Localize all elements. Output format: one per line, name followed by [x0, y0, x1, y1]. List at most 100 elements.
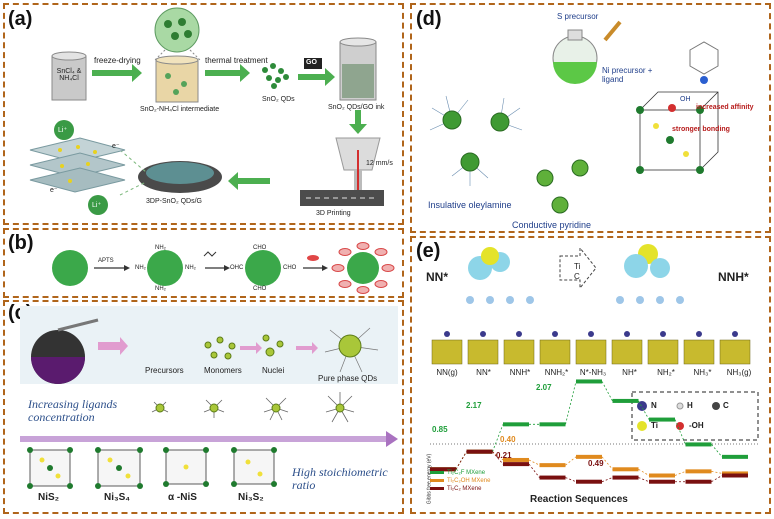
energy-level — [576, 479, 602, 484]
energy-connector — [565, 456, 577, 466]
energy-level — [649, 417, 675, 422]
panel-a-label: (a) — [8, 8, 33, 30]
phase-ni3s4: Ni₃S₄ — [104, 492, 131, 503]
category-label: NN(g) — [436, 368, 458, 377]
cho-label-1: CHO — [253, 245, 267, 251]
energy-annotation: 2.07 — [536, 383, 552, 392]
energy-annotation: 0.85 — [432, 425, 448, 434]
legend-entry: Ti₂C₂F MXene — [430, 470, 485, 476]
energy-level — [612, 467, 639, 472]
energy-level — [685, 469, 712, 474]
panel-d-illustration — [429, 20, 719, 214]
ink-label: SnO₂ QDs/GO ink — [328, 104, 385, 111]
chart-xlabel: Reaction Sequences — [530, 494, 628, 505]
s-precursor-label: S precursor — [557, 12, 599, 21]
legend-entry: Ti₂C₂ MXene — [430, 486, 481, 492]
product-label: 3DP-SnO₂ QDs/G — [146, 198, 203, 205]
legend-atom-c: C — [723, 401, 729, 410]
oh-label: OH — [680, 96, 691, 103]
insulative-label: Insulative oleylamine — [428, 200, 512, 210]
phase-nis: α -NiS — [168, 492, 197, 503]
panel-c-illustration — [20, 306, 398, 489]
speed-label: 12 mm/s — [366, 160, 393, 167]
cho-label-3: CHO — [253, 286, 267, 292]
panel-b-label: (b) — [8, 232, 34, 254]
legend-swatch — [430, 486, 444, 490]
energy-level — [576, 379, 602, 384]
legend-swatch — [430, 470, 444, 474]
energy-annotation: 2.17 — [466, 401, 482, 410]
phase-nis2: NiS₂ — [38, 492, 60, 503]
energy-connector — [711, 475, 723, 483]
stage-monomers: Monomers — [204, 366, 242, 375]
energy-connector — [565, 477, 577, 483]
energy-level — [539, 463, 566, 468]
stage-precursors: Precursors — [145, 366, 184, 375]
nn-label: NN* — [426, 270, 449, 284]
ti-label: Ti — [574, 262, 581, 271]
legend-atom-oh: -OH — [689, 421, 704, 430]
category-label: N*-NH₃ — [579, 368, 607, 377]
nh2-label-4: NH₂ — [155, 286, 166, 292]
nnh-label: NNH* — [718, 270, 749, 284]
intermediate-label: SnO₂-NH₄Cl intermediate — [140, 106, 220, 113]
energy-level — [539, 422, 566, 427]
energy-level — [685, 479, 712, 484]
electron-label-2: e⁻ — [50, 187, 58, 194]
energy-annotation: 0.40 — [500, 435, 516, 444]
energy-level — [612, 398, 639, 403]
energy-level — [503, 422, 529, 427]
energy-connector — [601, 456, 613, 470]
panel-a — [3, 3, 404, 225]
energy-level — [430, 467, 456, 472]
panel-e — [410, 236, 771, 514]
energy-level — [503, 462, 529, 467]
cho-label-2: CHO — [283, 265, 297, 271]
energy-connector — [455, 451, 467, 470]
panel-c — [3, 300, 404, 514]
panel-b-illustration — [52, 242, 395, 294]
nh2-label-2: NH₂ — [185, 265, 196, 271]
energy-connector — [674, 470, 686, 476]
energy-level — [685, 442, 712, 447]
energy-connector — [528, 459, 540, 466]
printing-label: 3D Printing — [316, 210, 351, 217]
legend-atom-ti: Ti — [651, 421, 658, 430]
energy-connector — [674, 419, 686, 445]
thermal-treatment-label: thermal treatment — [205, 56, 268, 65]
legend-atom-h: H — [687, 401, 693, 410]
energy-level — [466, 449, 493, 454]
energy-level — [722, 454, 748, 459]
category-label: NH₃* — [693, 368, 712, 377]
panel-d — [410, 3, 771, 233]
energy-level — [649, 479, 675, 484]
nh2-label-1: NH₂ — [155, 245, 166, 251]
energy-level — [612, 475, 639, 480]
ligands-caption: Increasing ligands concentration — [28, 397, 118, 424]
legend-atom-n: N — [651, 401, 657, 410]
energy-annotation: 0.21 — [496, 451, 512, 460]
energy-level — [503, 457, 529, 462]
energy-connector — [601, 381, 613, 402]
energy-level — [539, 475, 566, 480]
energy-annotation: 0.49 — [588, 459, 604, 468]
legend-label: Ti₂C₂ MXene — [447, 486, 482, 492]
stage-nuclei: Nuclei — [262, 366, 285, 375]
stoich-caption: High stoichiometric ratio — [292, 465, 388, 492]
legend-entry: Ti₂C₂OH MXene — [430, 478, 490, 484]
phase-ni3s2: Ni₃S₂ — [238, 492, 264, 503]
li-ion-label-1: Li⁺ — [58, 127, 68, 134]
ni-precursor-label: Ni precursor + ligand — [602, 66, 653, 84]
stage-pure-phase: Pure phase QDs — [318, 374, 378, 383]
energy-connector — [492, 424, 504, 452]
apts-label: APTS — [98, 258, 114, 264]
conductive-label: Conductive pyridine — [512, 220, 592, 230]
energy-level — [722, 473, 748, 478]
energy-level — [576, 454, 602, 459]
panel-d-label: (d) — [416, 8, 442, 30]
legend-label: Ti₂C₂OH MXene — [447, 478, 491, 484]
c-label: C — [574, 272, 580, 281]
energy-level — [649, 473, 675, 478]
